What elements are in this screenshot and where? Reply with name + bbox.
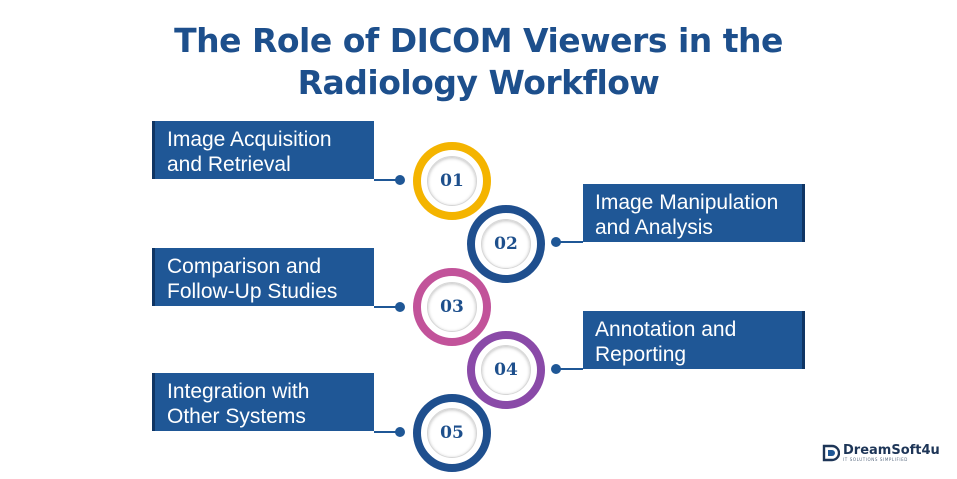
logo-name: DreamSoft4u [843, 443, 940, 458]
step-01-box: Image Acquisition and Retrieval [152, 121, 374, 179]
step-04-number: 04 [481, 345, 531, 395]
step-05-label-line-2: Other Systems [167, 405, 306, 428]
step-02-box: Image Manipulation and Analysis [583, 184, 805, 242]
step-04-ring: 04 [467, 331, 545, 409]
step-05-ring: 05 [413, 394, 491, 472]
step-01-number: 01 [427, 156, 477, 206]
step-03-box: Comparison and Follow-Up Studies [152, 248, 374, 306]
step-03-label-line-2: Follow-Up Studies [167, 280, 338, 303]
title-line-2: Radiology Workflow [297, 63, 660, 102]
step-03-number: 03 [427, 282, 477, 332]
step-05-number: 05 [427, 408, 477, 458]
step-02-connector [556, 241, 583, 243]
step-03-dot [395, 302, 405, 312]
step-05-connector [374, 431, 401, 433]
step-02-label-line-2: and Analysis [595, 216, 713, 239]
step-01-ring: 01 [413, 142, 491, 220]
step-02-label-line-1: Image Manipulation [595, 191, 779, 214]
dreamsoft-logo-icon [822, 444, 841, 462]
step-05-box: Integration with Other Systems [152, 373, 374, 431]
step-04-connector [556, 368, 583, 370]
step-02-number: 02 [481, 219, 531, 269]
step-04-box: Annotation and Reporting [583, 311, 805, 369]
step-03-ring: 03 [413, 268, 491, 346]
step-04-label-line-1: Annotation and [595, 318, 737, 341]
step-05-label-line-1: Integration with [167, 380, 310, 403]
step-01-connector [374, 179, 401, 181]
brand-logo: DreamSoft4u IT SOLUTIONS SIMPLIFIED [822, 441, 940, 465]
step-01-label-line-2: and Retrieval [167, 153, 291, 176]
step-05-dot [395, 427, 405, 437]
logo-tagline: IT SOLUTIONS SIMPLIFIED [843, 457, 908, 462]
title-line-1: The Role of DICOM Viewers in the [174, 21, 783, 60]
step-01-dot [395, 175, 405, 185]
step-02-ring: 02 [467, 205, 545, 283]
step-03-label-line-1: Comparison and [167, 255, 322, 278]
page-title: The Role of DICOM Viewers in the Radiolo… [0, 20, 957, 104]
step-03-connector [374, 306, 401, 308]
step-01-label-line-1: Image Acquisition [167, 128, 332, 151]
step-04-label-line-2: Reporting [595, 343, 687, 366]
